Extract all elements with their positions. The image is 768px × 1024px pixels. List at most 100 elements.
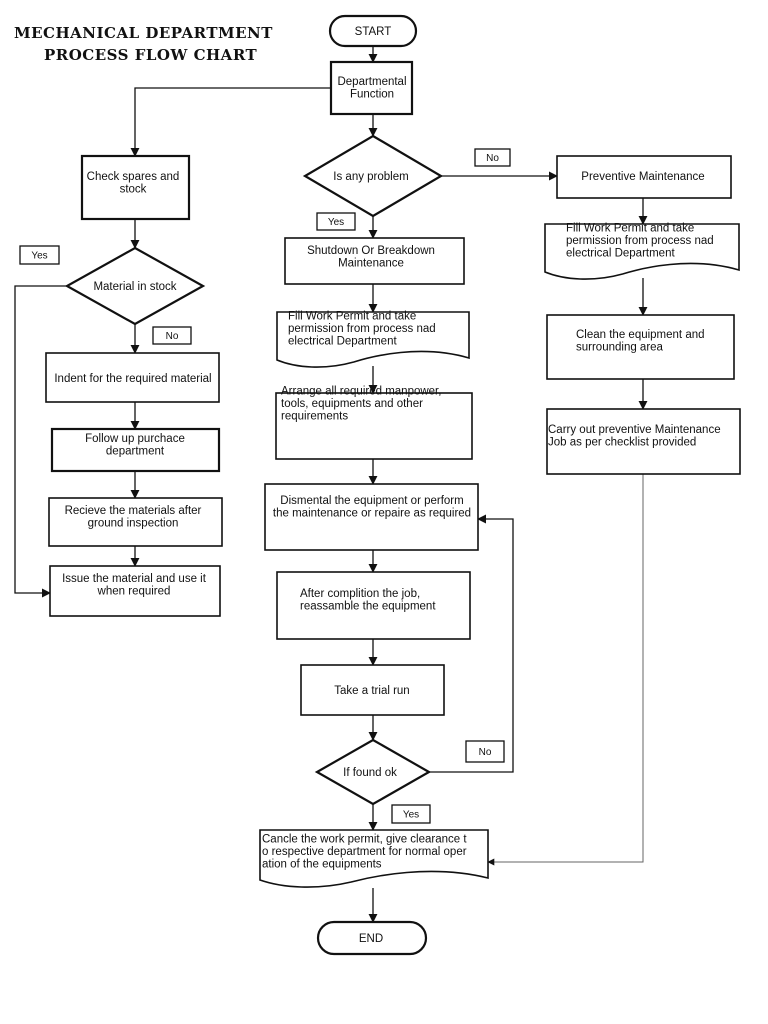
permit-r-label-line: permission from process nad <box>566 235 714 247</box>
ok-label: If found ok <box>343 767 397 779</box>
chart-title-line-2: PROCESS FLOW CHART <box>44 46 258 64</box>
indent-label: Indent for the required material <box>54 373 211 385</box>
start-label-line: START <box>355 26 392 38</box>
chart-title-line-1: MECHANICAL DEPARTMENT <box>14 24 273 42</box>
cancel-label: Cancle the work permit, give clearance t… <box>262 834 467 871</box>
start-label: START <box>355 26 392 38</box>
tag-label: Yes <box>328 217 344 228</box>
permit-c-label-line: electrical Department <box>288 336 397 348</box>
arrange-label-line: requirements <box>281 411 348 423</box>
tag-yes-stock: Yes <box>19 245 60 265</box>
reassemble-label-line: After complition the job, <box>300 588 420 600</box>
tag-box <box>316 212 356 231</box>
tag-label: No <box>479 747 492 758</box>
ok-decision-diamond <box>314 738 432 806</box>
reassemble-process-box <box>276 571 471 640</box>
tag-no-ok: No <box>465 740 505 763</box>
node-cancel: Cancle the work permit, give clearance t… <box>259 829 489 888</box>
permit-r-document-shape <box>544 223 740 280</box>
arrow-function-to-check-spares <box>130 87 331 157</box>
tag-box <box>465 740 505 763</box>
node-ok: If found ok <box>314 738 432 806</box>
arrange-label-line: tools, equipments and other <box>281 398 423 410</box>
carry-process-box <box>546 408 741 475</box>
tag-label: Yes <box>403 810 419 821</box>
arrow-ok-no-to-dismantle <box>429 514 514 773</box>
permit-c-label-line: permission from process nad <box>288 323 436 335</box>
shutdown-process-box <box>284 237 465 285</box>
follow-process-box <box>50 427 221 473</box>
carry-label-line: Job as per checklist provided <box>548 436 696 448</box>
tag-no-stock: No <box>152 326 192 345</box>
node-start: START <box>328 14 418 48</box>
arrange-label: Arrange all required manpower,tools, equ… <box>281 386 441 423</box>
node-stock: Material in stock <box>64 246 206 326</box>
tag-box <box>152 326 192 345</box>
node-arrange: Arrange all required manpower,tools, equ… <box>275 386 473 460</box>
follow-label-line: Follow up purchace <box>85 433 185 445</box>
receive-label-line: ground inspection <box>88 517 179 529</box>
arrange-process-box <box>275 392 473 460</box>
issue-label-line: Issue the material and use it <box>62 573 207 585</box>
dismantle-process-box <box>264 483 479 551</box>
clean-process-box <box>546 314 735 380</box>
func-process-box <box>329 60 414 116</box>
arrow-stock-yes-to-issue <box>14 285 67 598</box>
tag-no-problem: No <box>474 148 511 167</box>
trial-process-box <box>300 664 445 716</box>
permit-r-label-line: Fill Work Permit and take <box>566 223 694 235</box>
stock-label-line: Material in stock <box>93 281 176 293</box>
receive-process-box <box>48 497 223 547</box>
indent-process-box <box>45 352 220 403</box>
cancel-label-line: ation of the equipments <box>262 859 382 871</box>
connectors <box>14 46 648 923</box>
stock-label: Material in stock <box>93 281 176 293</box>
shutdown-label-line: Maintenance <box>338 257 404 269</box>
tag-box <box>19 245 60 265</box>
problem-decision-diamond <box>302 134 444 218</box>
preventive-label: Preventive Maintenance <box>581 171 704 183</box>
dismantle-label-line: the maintenance or repaire as required <box>273 507 471 519</box>
cancel-label-line: o respective department for normal oper <box>262 846 467 858</box>
clean-label-line: surrounding area <box>576 341 664 353</box>
clean-label-line: Clean the equipment and <box>576 329 705 341</box>
arrow-carry-to-cancel <box>487 474 644 866</box>
node-problem: Is any problem <box>302 134 444 218</box>
dismantle-label-line: Dismental the equipment or perform <box>280 495 463 507</box>
carry-label-line: Carry out preventive Maintenance <box>548 424 721 436</box>
node-indent: Indent for the required material <box>45 352 220 403</box>
check-process-box <box>80 154 191 221</box>
permit-c-label-line: Fill Work Permit and take <box>288 311 416 323</box>
cancel-document-shape <box>259 829 489 888</box>
tag-yes-ok: Yes <box>391 804 431 824</box>
node-end: END <box>316 920 428 956</box>
shutdown-label-line: Shutdown Or Breakdown <box>307 245 435 257</box>
problem-label-line: Is any problem <box>333 171 408 183</box>
end-label-line: END <box>359 933 383 945</box>
check-label-line: stock <box>120 183 147 195</box>
indent-label-line: Indent for the required material <box>54 373 211 385</box>
node-preventive: Preventive Maintenance <box>556 155 732 199</box>
issue-label-line: when required <box>97 585 171 597</box>
tag-label: Yes <box>31 251 47 262</box>
arrange-label-line: Arrange all required manpower, <box>281 386 441 398</box>
start-terminator <box>328 14 418 48</box>
